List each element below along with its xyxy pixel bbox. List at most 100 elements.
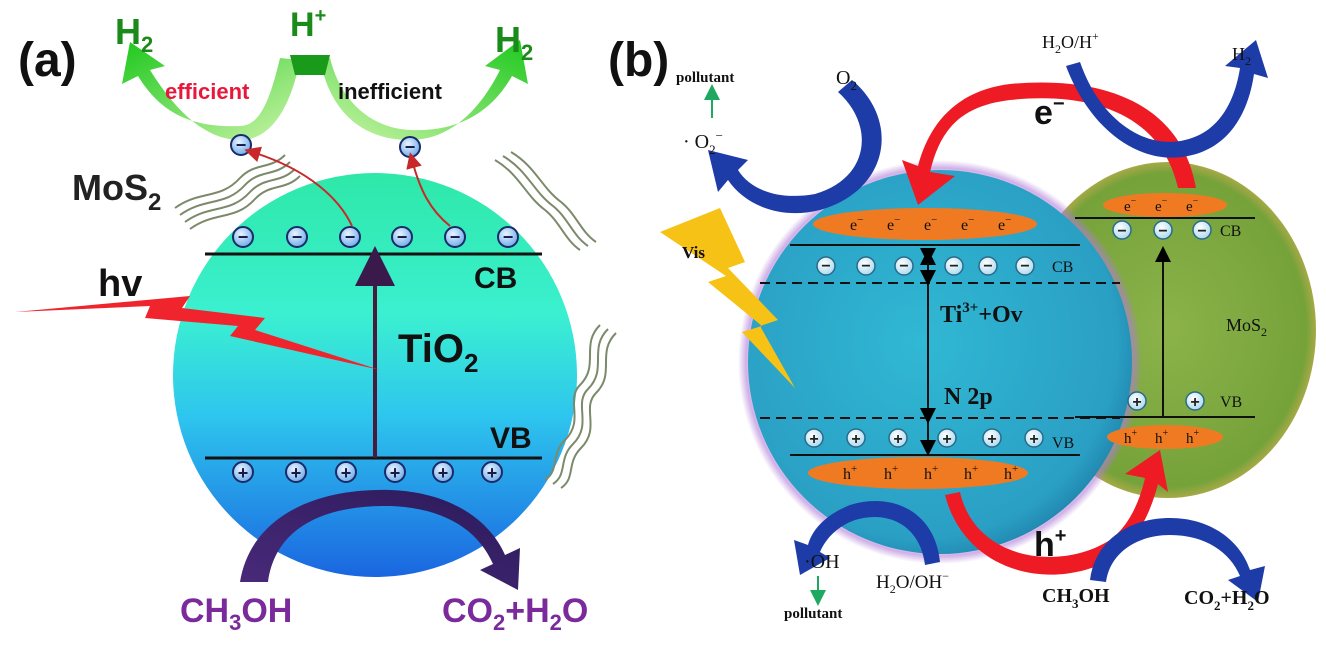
vb-hole: + — [285, 461, 307, 483]
svg-text:+: + — [809, 431, 818, 448]
panel-a: (a) H2 H+ H2 efficient inefficient — [15, 5, 617, 635]
svg-text:−: − — [1158, 223, 1167, 240]
oh-radical-label: ·OH — [804, 551, 840, 573]
vb-hole: + — [232, 461, 254, 483]
tio2-cb-label: CB — [1052, 259, 1073, 276]
mos2-electron-left: − — [230, 134, 252, 156]
svg-text:−: − — [899, 258, 908, 275]
svg-text:+: + — [390, 463, 401, 483]
co2-h2o-label-a: CO2+H2O — [442, 592, 588, 635]
vb-label: VB — [490, 422, 532, 455]
h2o-ohminus-label: H2O/OH− — [876, 569, 949, 596]
svg-text:+: + — [1132, 394, 1141, 411]
h-small-label: h+ — [1124, 428, 1138, 447]
h-plus-label: H+ — [290, 5, 326, 44]
methanol-oxidation-arrow — [1090, 518, 1265, 602]
svg-text:−: − — [821, 258, 830, 275]
cb-electron: − — [856, 256, 876, 276]
mos2-vb-holes: + + — [1127, 391, 1205, 411]
cb-electron: − — [444, 226, 466, 248]
transfer-arrow-left — [244, 146, 353, 227]
o2-label: O2 — [836, 67, 857, 93]
h2-evolution-arrow — [1066, 40, 1268, 158]
pollutant-bottom-label: pollutant — [784, 606, 842, 622]
tio2-label: TiO2 — [398, 327, 478, 378]
green-arrow-inefficient — [320, 40, 528, 140]
h-small-label: h+ — [924, 463, 938, 483]
svg-text:−: − — [236, 135, 247, 155]
h-small-label: h+ — [1186, 428, 1200, 447]
cb-electrons: − − − − − − — [232, 226, 519, 248]
mos2-hole-labels: h+ h+ h+ — [1124, 428, 1200, 447]
svg-text:+: + — [291, 463, 302, 483]
o2-reduction-arrow — [708, 80, 882, 214]
vb-holes: + + + + + + — [232, 461, 503, 483]
vb-hole: + — [481, 461, 503, 483]
vb-hole: + — [982, 428, 1002, 448]
svg-text:+: + — [1190, 394, 1199, 411]
h-small-label: h+ — [843, 463, 857, 483]
svg-text:+: + — [487, 463, 498, 483]
mos2-layers-right-bottom — [544, 324, 617, 489]
vb-hole: + — [384, 461, 406, 483]
mos2-label-b: MoS2 — [1226, 315, 1267, 339]
h-small-label: h+ — [1004, 463, 1018, 483]
e-small-label: e− — [961, 214, 974, 234]
svg-text:−: − — [1117, 223, 1126, 240]
panel-b: (b) e− e− e− e− e− h+ h+ h+ h+ h+ e− e− … — [608, 29, 1316, 622]
svg-text:+: + — [238, 463, 249, 483]
tio2-cb-electrons: − − − − − − — [816, 256, 1035, 276]
tio2-hole-labels: h+ h+ h+ h+ h+ — [843, 463, 1018, 483]
svg-text:−: − — [503, 227, 514, 247]
svg-text:+: + — [987, 431, 996, 448]
green-arrow-efficient — [122, 42, 300, 140]
mos2-layers-left — [174, 154, 301, 230]
mos2-vb-label: VB — [1220, 394, 1242, 411]
e-small-label: e− — [998, 214, 1011, 234]
vb-hole: + — [937, 428, 957, 448]
svg-text:−: − — [292, 227, 303, 247]
panel-a-label: (a) — [18, 34, 77, 87]
svg-text:+: + — [1029, 431, 1038, 448]
pollutant-top-label: pollutant — [676, 70, 734, 86]
electron-big-label: e− — [1034, 93, 1065, 132]
svg-text:−: − — [405, 137, 416, 157]
cb-electron: − — [286, 226, 308, 248]
ch3oh-label-b: CH3OH — [1042, 585, 1110, 611]
h2-right-label: H2 — [495, 19, 533, 65]
e-small-label: e− — [887, 214, 900, 234]
h2-label-b: H2 — [1232, 44, 1251, 68]
svg-text:+: + — [341, 463, 352, 483]
electron-transfer-arrow — [902, 82, 1196, 205]
mos2-hole-band — [1107, 425, 1223, 449]
oh-radical-arrow — [794, 500, 940, 575]
cb-electron: − — [1112, 220, 1132, 240]
svg-text:+: + — [438, 463, 449, 483]
svg-text:+: + — [851, 431, 860, 448]
hole-big-label: h+ — [1034, 525, 1066, 564]
transfer-arrow-right — [406, 152, 451, 227]
vb-hole: + — [804, 428, 824, 448]
svg-text:−: − — [1020, 258, 1029, 275]
svg-text:+: + — [942, 431, 951, 448]
mos2-cb-label: CB — [1220, 223, 1241, 240]
cb-electron: − — [339, 226, 361, 248]
co2-h2o-label-b: CO2+H2O — [1184, 587, 1270, 613]
cb-label: CB — [474, 262, 517, 295]
ch3oh-label-a: CH3OH — [180, 592, 292, 635]
h-plus-stem — [290, 55, 330, 75]
cb-electron: − — [894, 256, 914, 276]
e-small-label: e− — [1155, 196, 1168, 215]
svg-text:−: − — [1197, 223, 1206, 240]
mos2-electron-labels: e− e− e− — [1124, 196, 1199, 215]
n2p-label: N 2p — [944, 384, 993, 410]
h2-left-label: H2 — [115, 11, 153, 57]
vb-hole: + — [888, 428, 908, 448]
h2o-hplus-label: H2O/H+ — [1042, 29, 1099, 56]
cb-electron: − — [497, 226, 519, 248]
cb-electron: − — [944, 256, 964, 276]
vis-label: Vis — [682, 243, 705, 262]
hv-label: hv — [98, 263, 142, 305]
o2-radical-label: · O2− — [683, 128, 723, 157]
